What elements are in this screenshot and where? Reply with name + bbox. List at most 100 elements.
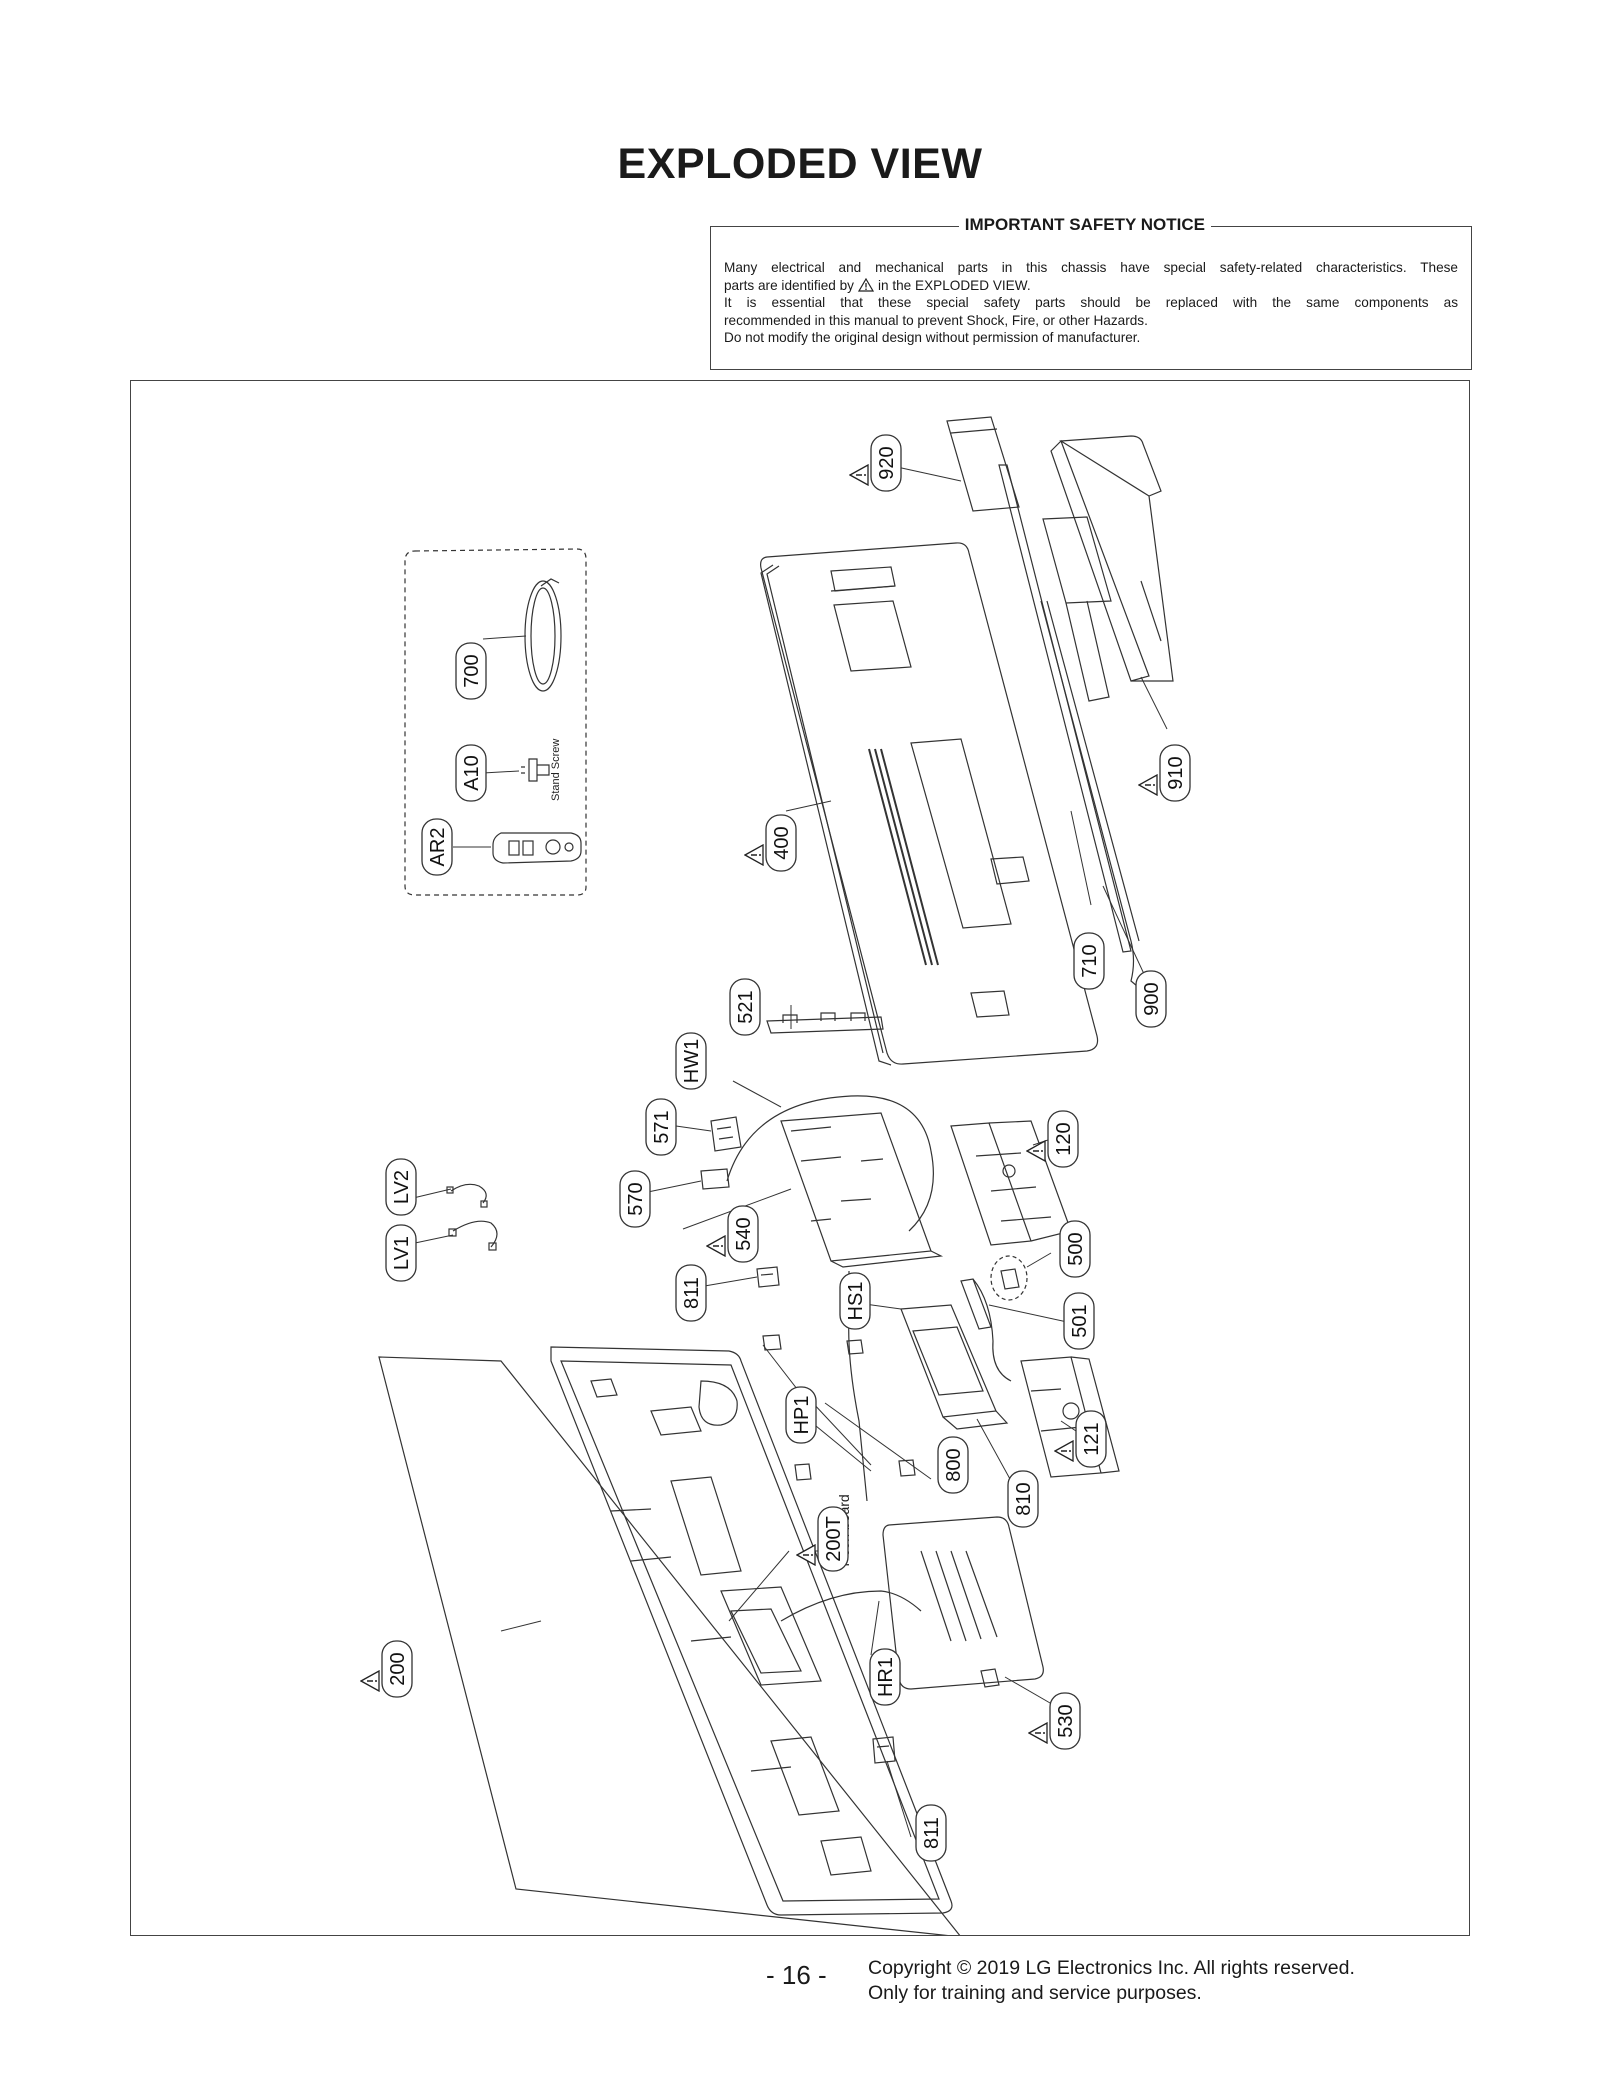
callout-label: 700 — [461, 654, 483, 687]
callout-121: 121 — [1054, 1410, 1107, 1468]
callout-label: 920 — [876, 446, 898, 479]
callout-label: 501 — [1069, 1304, 1091, 1337]
callout-bubble — [1007, 1470, 1039, 1528]
callout-label: HS1 — [845, 1282, 867, 1321]
warning-triangle-icon — [706, 1235, 726, 1257]
callout-bubble — [727, 1205, 759, 1263]
warning-triangle-icon — [796, 1544, 816, 1566]
notice-line: parts are identified by in the EXPLODED V… — [724, 277, 1458, 295]
callout-label: 570 — [625, 1182, 647, 1215]
notice-line: Many electrical and mechanical parts in … — [724, 260, 1458, 275]
callout-bubble — [1073, 932, 1105, 990]
callout-bubble — [729, 978, 761, 1036]
copyright-line: Only for training and service purposes. — [868, 1982, 1202, 2004]
callout-label: 521 — [735, 990, 757, 1023]
callout-label: 121 — [1081, 1422, 1103, 1455]
warning-triangle-icon — [360, 1670, 380, 1692]
callout-label: 800 — [943, 1448, 965, 1481]
callout-hs1: HS1 — [839, 1272, 871, 1330]
callout-bubble — [870, 434, 902, 492]
page-number: - 16 - — [766, 1960, 827, 1990]
warning-triangle-icon — [857, 277, 874, 292]
callout-lv2: LV2 — [385, 1158, 417, 1216]
callout-label: A10 — [461, 755, 483, 791]
callout-bubble — [937, 1436, 969, 1494]
callout-570: 570 — [619, 1170, 651, 1228]
main-board-part — [780, 1112, 944, 1268]
callout-bubble — [1075, 1410, 1107, 1468]
callout-710: 710 — [1073, 932, 1105, 990]
callout-540: 540 — [706, 1205, 759, 1263]
connector-811b-part — [872, 1736, 896, 1764]
hw1-cable — [726, 1095, 934, 1232]
callout-bubble — [675, 1032, 707, 1090]
callout-label: 900 — [1141, 982, 1163, 1015]
back-cover-part — [760, 542, 1099, 1066]
callout-bubble — [1063, 1292, 1095, 1350]
display-panel-part — [378, 1346, 961, 1935]
stand-part — [946, 416, 1174, 702]
callout-200: 200 — [360, 1640, 413, 1698]
safety-notice-title: IMPORTANT SAFETY NOTICE — [958, 215, 1211, 235]
callout-lv1: LV1 — [385, 1224, 417, 1282]
callout-500: 500 — [1059, 1220, 1091, 1278]
power-supply-121-part — [1020, 1356, 1120, 1478]
callout-811a: 811 — [675, 1264, 707, 1322]
shield-810-part — [900, 1304, 1009, 1430]
copyright-line: Copyright © 2019 LG Electronics Inc. All… — [868, 1957, 1355, 1979]
stand-screw-label: Stand Screw — [550, 739, 562, 801]
callout-hr1: HR1 — [869, 1648, 901, 1706]
connector-811-part — [756, 1266, 780, 1288]
lv1-cable-part — [448, 1220, 498, 1251]
callout-bubble — [675, 1264, 707, 1322]
callout-920: 920 — [849, 434, 902, 492]
callout-400: 400 — [744, 814, 797, 872]
rear-strip-part — [998, 464, 1162, 1002]
callout-bubble — [1159, 744, 1191, 802]
callout-label: 811 — [681, 1277, 703, 1309]
callout-hp1: HP1 — [785, 1386, 817, 1444]
callout-200t: 200T — [796, 1506, 849, 1572]
warning-triangle-icon — [849, 464, 869, 486]
callout-bubble — [817, 1506, 849, 1572]
notice-text: in the EXPLODED VIEW. — [877, 277, 1031, 293]
callout-bubble — [385, 1224, 417, 1282]
callout-label: 571 — [651, 1110, 673, 1143]
callout-bubble — [1047, 1110, 1079, 1168]
stand-screw-part — [521, 758, 550, 782]
callout-group: 920910400710900700A10AR2521HW1571570LV2L… — [360, 434, 1191, 1862]
notice-line: recommended in this manual to prevent Sh… — [724, 312, 1148, 328]
callout-label: LV1 — [391, 1236, 413, 1270]
exploded-view-drawing: Stand Screw — [360, 416, 1191, 1935]
callout-label: 811 — [921, 1817, 943, 1849]
power-cord-part — [524, 578, 562, 692]
callout-label: 400 — [771, 826, 793, 859]
exploded-view-diagram: Stand Screw — [130, 380, 1470, 1936]
power-board-120-part — [950, 1120, 1072, 1246]
callout-label: AR2 — [427, 828, 449, 867]
callout-label: 200 — [387, 1652, 409, 1685]
callout-label: 120 — [1053, 1122, 1075, 1155]
callout-hw1: HW1 — [675, 1032, 707, 1090]
callout-bubble — [455, 744, 487, 802]
warning-triangle-icon — [1138, 774, 1158, 796]
callout-bubble — [455, 642, 487, 700]
notice-line: Do not modify the original design withou… — [724, 330, 1141, 345]
callout-label: LV2 — [391, 1170, 413, 1204]
notice-line: It is essential that these special safet… — [724, 295, 1458, 310]
callout-810: 810 — [1007, 1470, 1039, 1528]
speaker-500-part — [990, 1255, 1028, 1301]
warning-triangle-icon — [744, 844, 764, 866]
callout-bubble — [385, 1158, 417, 1216]
notice-text: parts are identified by — [724, 277, 854, 293]
callout-700: 700 — [455, 642, 487, 700]
callout-bubble — [381, 1640, 413, 1698]
callout-bubble — [645, 1098, 677, 1156]
clip-800-part — [762, 1334, 916, 1481]
tcon-board-part — [882, 1516, 1044, 1690]
callout-label: 540 — [733, 1217, 755, 1250]
hr1-cable — [780, 1590, 922, 1622]
safety-notice-body: Many electrical and mechanical parts in … — [724, 259, 1458, 347]
callout-label: HR1 — [875, 1657, 897, 1697]
callout-label: 530 — [1055, 1704, 1077, 1737]
